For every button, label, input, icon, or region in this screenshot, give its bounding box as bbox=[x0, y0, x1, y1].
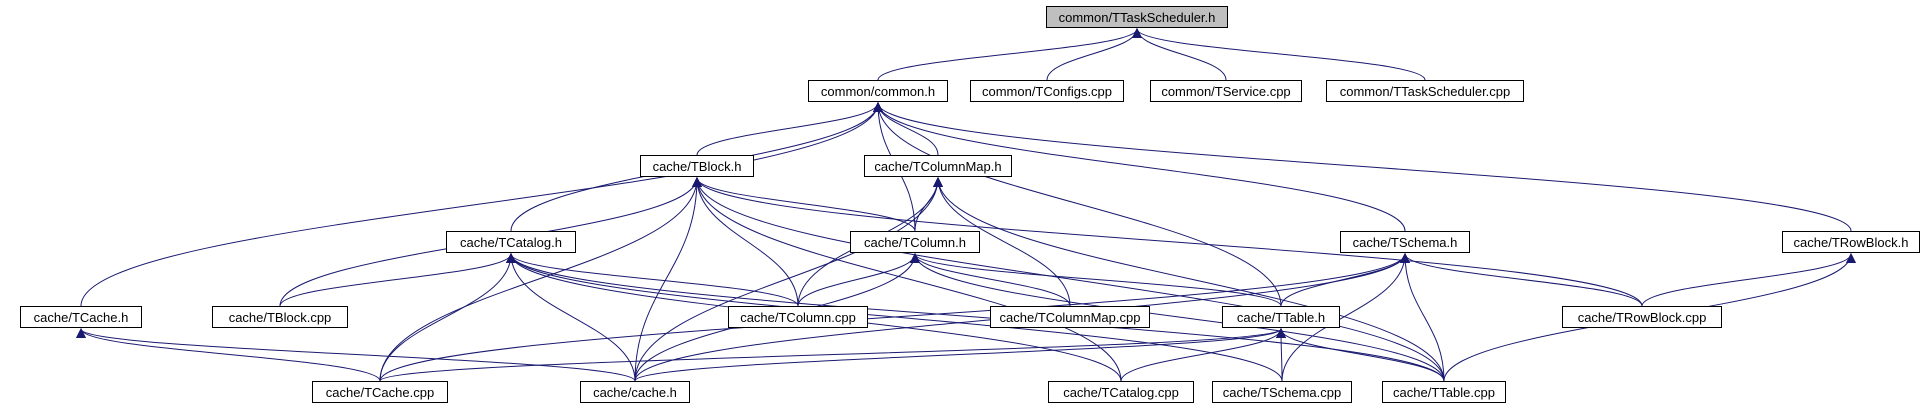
node-tblock-cpp[interactable]: cache/TBlock.cpp bbox=[212, 306, 348, 328]
edge-tblock_h-to-tcolumn_cpp bbox=[692, 177, 799, 307]
edge-tcatalog_h-to-ttable_cpp bbox=[506, 253, 1445, 382]
edge-taskscheduler_h-to-tconfigs_cpp bbox=[1046, 28, 1142, 81]
node-trowblock-h[interactable]: cache/TRowBlock.h bbox=[1782, 231, 1920, 253]
node-cache-h[interactable]: cache/cache.h bbox=[580, 381, 690, 403]
edge-tcatalog_h-to-tcache_cpp bbox=[379, 253, 516, 382]
edge-tcolumn_h-to-ttable_h bbox=[910, 253, 1282, 307]
edge-tcolumn_h-to-tcolumnmap_cpp bbox=[910, 253, 1071, 307]
edge-taskscheduler_h-to-common_h bbox=[877, 28, 1142, 81]
edge-ttable_h-to-ttable_cpp bbox=[1276, 328, 1445, 382]
edge-ttable_h-to-tschema_cpp bbox=[1276, 328, 1287, 382]
node-tcolumn-cpp[interactable]: cache/TColumn.cpp bbox=[728, 306, 868, 328]
node-tcache-cpp[interactable]: cache/TCache.cpp bbox=[312, 381, 448, 403]
node-tservice-cpp[interactable]: common/TService.cpp bbox=[1150, 80, 1302, 102]
edge-tschema_h-to-trowblock_cpp bbox=[1400, 253, 1643, 307]
edge-ttable_h-to-tcache_cpp bbox=[379, 328, 1286, 382]
edge-tcache_h-to-tcache_cpp bbox=[76, 328, 381, 382]
edge-tcolumnmap_h-to-tcolumnmap_cpp bbox=[933, 177, 1071, 307]
edge-tcolumn_h-to-ttable_cpp bbox=[910, 253, 1445, 382]
node-tcolumnmap-h[interactable]: cache/TColumnMap.h bbox=[864, 155, 1012, 177]
edge-tblock_h-to-tcolumn_h bbox=[692, 177, 916, 232]
edge-tcolumnmap_h-to-cache_h bbox=[634, 177, 943, 382]
node-ttaskscheduler-cpp[interactable]: common/TTaskScheduler.cpp bbox=[1326, 80, 1524, 102]
edge-tblock_h-to-ttable_cpp bbox=[692, 177, 1445, 382]
node-trowblock-cpp[interactable]: cache/TRowBlock.cpp bbox=[1562, 306, 1722, 328]
edge-taskscheduler_h-to-taskscheduler_cpp bbox=[1132, 28, 1426, 81]
edge-common_h-to-trowblock_h bbox=[873, 102, 1852, 232]
node-ttaskscheduler-h: common/TTaskScheduler.h bbox=[1046, 6, 1228, 28]
node-tcolumnmap-cpp[interactable]: cache/TColumnMap.cpp bbox=[990, 306, 1150, 328]
edge-tcatalog_h-to-tcolumn_cpp bbox=[506, 253, 799, 307]
node-tcolumn-h[interactable]: cache/TColumn.h bbox=[850, 231, 980, 253]
node-tconfigs-cpp[interactable]: common/TConfigs.cpp bbox=[970, 80, 1124, 102]
edge-ttable_h-to-cache_h bbox=[634, 328, 1286, 382]
edge-tcatalog_h-to-tblock_cpp bbox=[279, 253, 516, 307]
edge-common_h-to-tcache_h bbox=[80, 102, 883, 307]
edge-ttable_h-to-tcatalog_cpp bbox=[1120, 328, 1286, 382]
edge-tblock_h-to-tcatalog_cpp bbox=[692, 177, 1122, 382]
node-common-h[interactable]: common/common.h bbox=[808, 80, 948, 102]
node-tcache-h[interactable]: cache/TCache.h bbox=[20, 306, 142, 328]
node-tcatalog-cpp[interactable]: cache/TCatalog.cpp bbox=[1048, 381, 1194, 403]
node-tschema-cpp[interactable]: cache/TSchema.cpp bbox=[1212, 381, 1352, 403]
edge-tcolumn_h-to-tcolumn_cpp bbox=[797, 253, 920, 307]
edge-tcache_h-to-cache_h bbox=[76, 328, 636, 382]
edge-tschema_h-to-ttable_cpp bbox=[1400, 253, 1445, 382]
edge-common_h-to-tblock_h bbox=[696, 102, 883, 156]
node-tblock-h[interactable]: cache/TBlock.h bbox=[640, 155, 754, 177]
edge-tblock_h-to-tcache_cpp bbox=[379, 177, 702, 382]
edge-tblock_h-to-cache_h bbox=[634, 177, 702, 382]
edge-tcolumnmap_h-to-ttable_cpp bbox=[933, 177, 1445, 382]
edge-tschema_h-to-tcache_cpp bbox=[379, 253, 1410, 382]
node-ttable-cpp[interactable]: cache/TTable.cpp bbox=[1382, 381, 1506, 403]
edge-common_h-to-ttable_h bbox=[873, 102, 1282, 307]
edge-tblock_h-to-trowblock_cpp bbox=[692, 177, 1643, 307]
edge-common_h-to-tschema_h bbox=[873, 102, 1406, 232]
node-ttable-h[interactable]: cache/TTable.h bbox=[1222, 306, 1340, 328]
node-tcatalog-h[interactable]: cache/TCatalog.h bbox=[446, 231, 576, 253]
edge-tschema_h-to-tschema_cpp bbox=[1281, 253, 1410, 382]
edge-trowblock_h-to-trowblock_cpp bbox=[1641, 253, 1856, 307]
node-tschema-h[interactable]: cache/TSchema.h bbox=[1340, 231, 1470, 253]
